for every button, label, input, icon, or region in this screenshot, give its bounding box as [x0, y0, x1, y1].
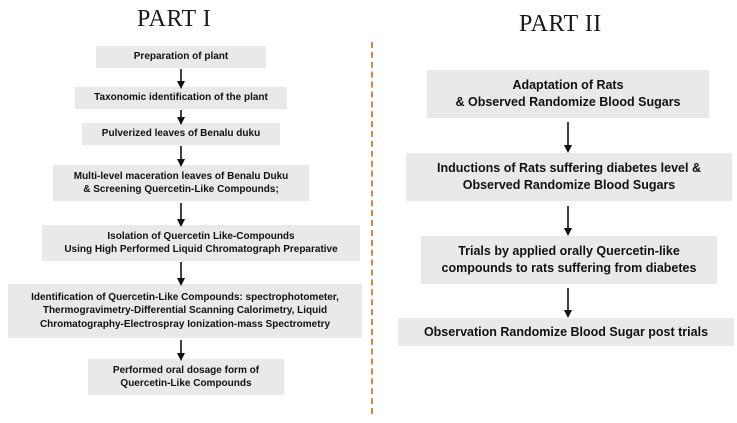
part1-step-7: Performed oral dosage form of Quercetin-… [88, 359, 284, 395]
part2-step-4: Observation Randomize Blood Sugar post t… [398, 318, 734, 346]
part1-step-3: Pulverized leaves of Benalu duku [82, 123, 280, 145]
part1-step-6: Identification of Quercetin-Like Compoun… [8, 284, 362, 338]
part2-step-1: Adaptation of Rats & Observed Randomize … [427, 70, 709, 118]
part1-step-4: Multi-level maceration leaves of Benalu … [53, 165, 309, 201]
part-2-title: PART II [519, 11, 602, 37]
part-1-title: PART I [137, 6, 212, 32]
part2-step-2: Inductions of Rats suffering diabetes le… [406, 153, 732, 201]
part1-step-5: Isolation of Quercetin Like-Compounds Us… [42, 225, 360, 261]
part2-step-3: Trials by applied orally Quercetin-like … [421, 236, 717, 284]
part-divider [371, 42, 373, 414]
part1-step-1: Preparation of plant [96, 46, 266, 68]
part1-step-2: Taxonomic identification of the plant [75, 87, 287, 109]
